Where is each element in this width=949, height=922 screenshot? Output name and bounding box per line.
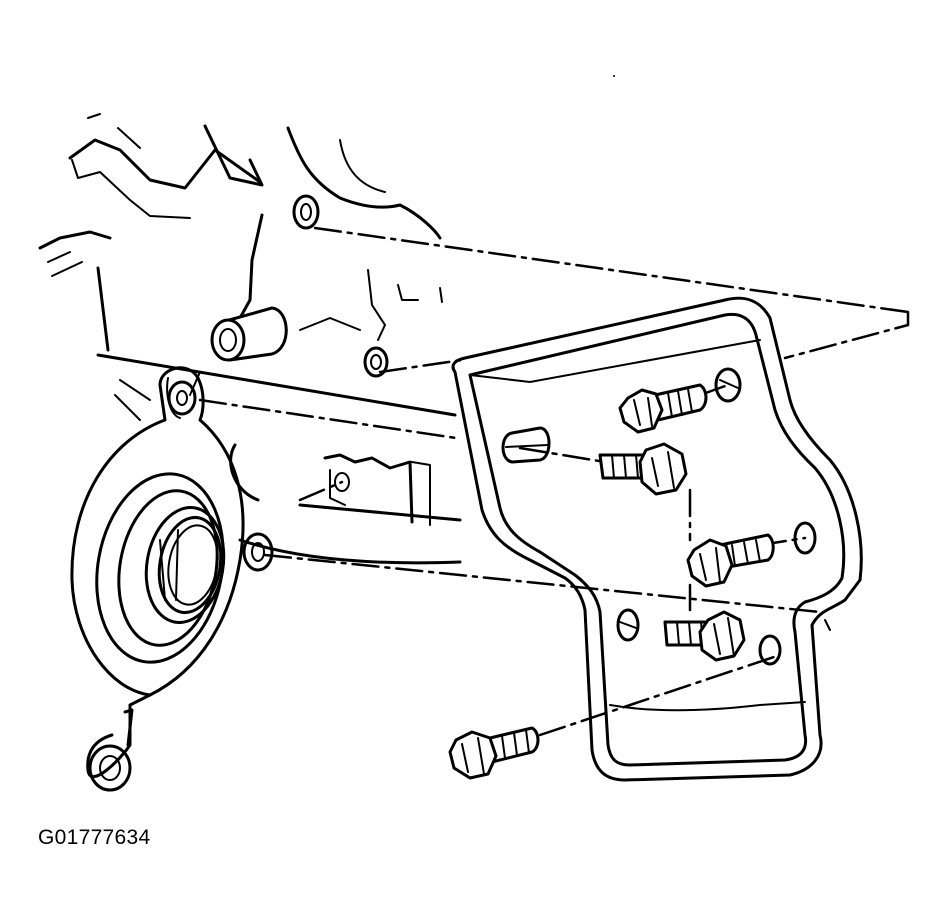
bolt-5 xyxy=(450,728,538,778)
bolt-3 xyxy=(688,535,773,586)
bolt-4 xyxy=(665,612,744,660)
engine-block-outline xyxy=(40,114,460,563)
scan-speck xyxy=(613,75,615,77)
bolt-1 xyxy=(620,385,706,432)
mounting-bracket xyxy=(453,298,861,780)
bearing-carrier-plate xyxy=(72,368,272,790)
bolt-2 xyxy=(600,444,686,494)
alignment-centerlines xyxy=(200,228,908,735)
engine-mount-bosses xyxy=(212,196,387,491)
figure-code-label: G01777634 xyxy=(38,826,151,849)
